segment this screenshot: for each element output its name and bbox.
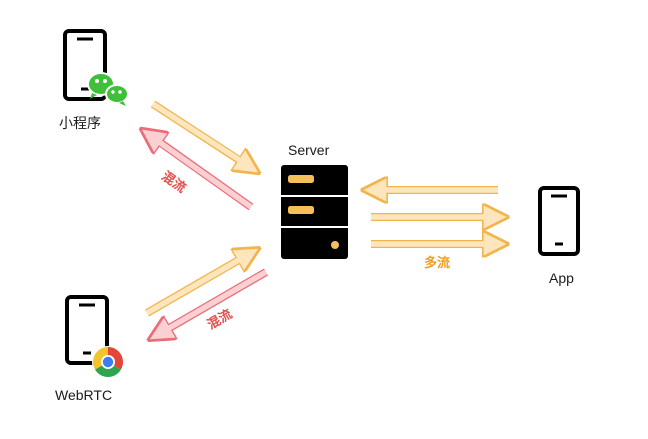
webrtc-phone-icon [65,295,109,365]
miniprogram-label: 小程序 [59,115,101,131]
webrtc-label: WebRTC [55,387,113,403]
arrow-server-to-webrtc-fill [162,269,268,334]
app-label: App [549,270,574,286]
multi-stream-label: 多流 [424,255,451,270]
wechat-icon [87,72,129,106]
server-label: Server [288,142,330,158]
arrow-miniprogram-to-server-fill [151,101,246,166]
arrow-server-to-miniprogram-fill [153,136,253,210]
chrome-icon [92,346,124,378]
arrow-webrtc-to-server-fill [145,254,246,316]
app-phone-icon [538,186,580,256]
server-icon [281,165,348,259]
